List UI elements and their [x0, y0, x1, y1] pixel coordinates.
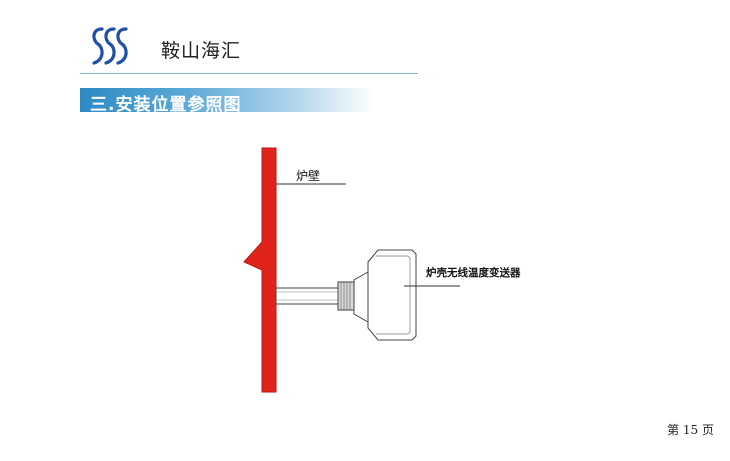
- transmitter-housing: [367, 249, 417, 341]
- installation-diagram: 炉壁 炉壳无线温度变送器: [243, 147, 521, 393]
- wall-label: 炉壁: [296, 168, 320, 183]
- header-divider: [80, 73, 418, 74]
- threaded-connector: [337, 281, 355, 311]
- furnace-wall: [243, 147, 277, 393]
- device-label: 炉壳无线温度变送器: [426, 266, 521, 279]
- section-title: 三.安装位置参照图: [90, 95, 242, 115]
- section-title-bar: [80, 88, 374, 112]
- mounting-pipe: [275, 287, 349, 305]
- transmitter-flange: [353, 271, 369, 323]
- sss-logo-icon: [92, 27, 128, 65]
- company-name: 鞍山海汇: [161, 40, 242, 62]
- page-number: 第 15 页: [667, 423, 714, 437]
